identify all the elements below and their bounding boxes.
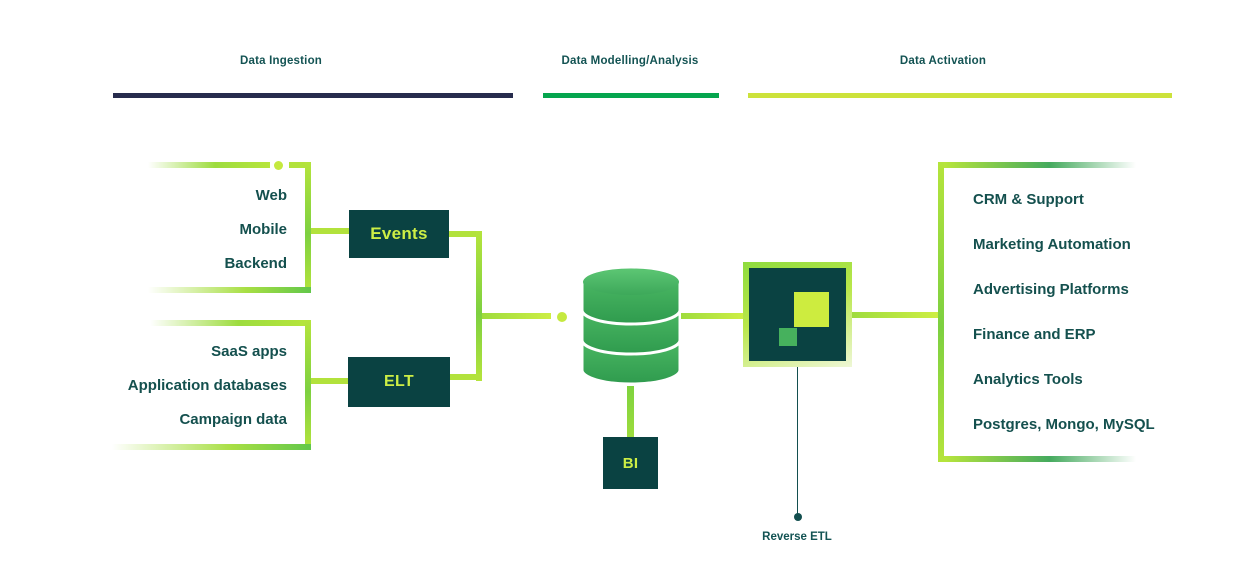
section-label-data-ingestion: Data Ingestion — [239, 55, 323, 67]
destination-item-marketing: Marketing Automation — [973, 236, 1131, 253]
warehouse-dot — [557, 312, 567, 322]
connector-trunk-to-warehouse — [482, 313, 551, 319]
bracket-events-vertical-line — [305, 162, 311, 293]
section-underline-data-ingestion — [113, 93, 513, 98]
bracket-destinations-bottom-line — [944, 456, 1136, 462]
logo-square-small-icon — [779, 328, 797, 346]
source-item-app-databases: Application databases — [127, 377, 287, 394]
connector-reverse-etl-to-destinations — [852, 312, 938, 318]
bracket-destinations-top-line — [944, 162, 1136, 168]
elt-node: ELT — [348, 357, 450, 407]
section-underline-data-activation — [748, 93, 1172, 98]
reverse-etl-pointer-dot — [794, 513, 802, 521]
source-item-mobile: Mobile — [239, 221, 288, 238]
destination-item-finance: Finance and ERP — [973, 326, 1096, 343]
destinations-list: CRM & Support Marketing Automation Adver… — [973, 177, 1203, 447]
source-item-saas-apps: SaaS apps — [211, 343, 287, 360]
destination-item-crm: CRM & Support — [973, 191, 1084, 208]
bracket-events-corner-stub — [289, 162, 311, 168]
reverse-etl-label: Reverse ETL — [762, 531, 832, 543]
database-cylinder-icon — [581, 266, 681, 386]
section-label-data-activation: Data Activation — [899, 55, 987, 67]
source-item-campaign-data: Campaign data — [179, 411, 287, 428]
bracket-events-dot — [274, 161, 283, 170]
section-underline-data-modelling — [543, 93, 719, 98]
logo-square-large-icon — [794, 292, 829, 327]
bracket-batch-bottom-line — [112, 444, 311, 450]
connector-sources-to-elt — [311, 378, 348, 384]
events-node: Events — [349, 210, 449, 258]
destination-item-analytics: Analytics Tools — [973, 371, 1083, 388]
bracket-batch-vertical-line — [305, 320, 311, 450]
connector-warehouse-to-reverse-etl — [681, 313, 743, 319]
trunk-vertical-line — [476, 231, 482, 381]
reverse-etl-logo — [743, 262, 852, 367]
reverse-etl-pointer-line — [797, 367, 798, 514]
connector-warehouse-to-bi — [627, 386, 634, 438]
bracket-destinations-vertical-line — [938, 162, 944, 462]
destination-item-databases: Postgres, Mongo, MySQL — [973, 416, 1155, 433]
bracket-events-top-line — [148, 162, 270, 168]
destination-item-advertising: Advertising Platforms — [973, 281, 1129, 298]
section-label-data-modelling: Data Modelling/Analysis — [561, 55, 699, 67]
event-sources-list: Web Mobile Backend — [87, 179, 287, 281]
source-item-backend: Backend — [224, 255, 287, 272]
bracket-events-bottom-line — [148, 287, 311, 293]
connector-sources-to-events — [311, 228, 349, 234]
batch-sources-list: SaaS apps Application databases Campaign… — [87, 335, 287, 437]
connector-events-to-trunk — [449, 231, 482, 237]
bracket-batch-top-line — [150, 320, 311, 326]
source-item-web: Web — [255, 187, 287, 204]
reverse-etl-logo-background — [749, 268, 846, 361]
connector-elt-to-trunk — [450, 374, 482, 380]
bi-node: BI — [603, 437, 658, 489]
